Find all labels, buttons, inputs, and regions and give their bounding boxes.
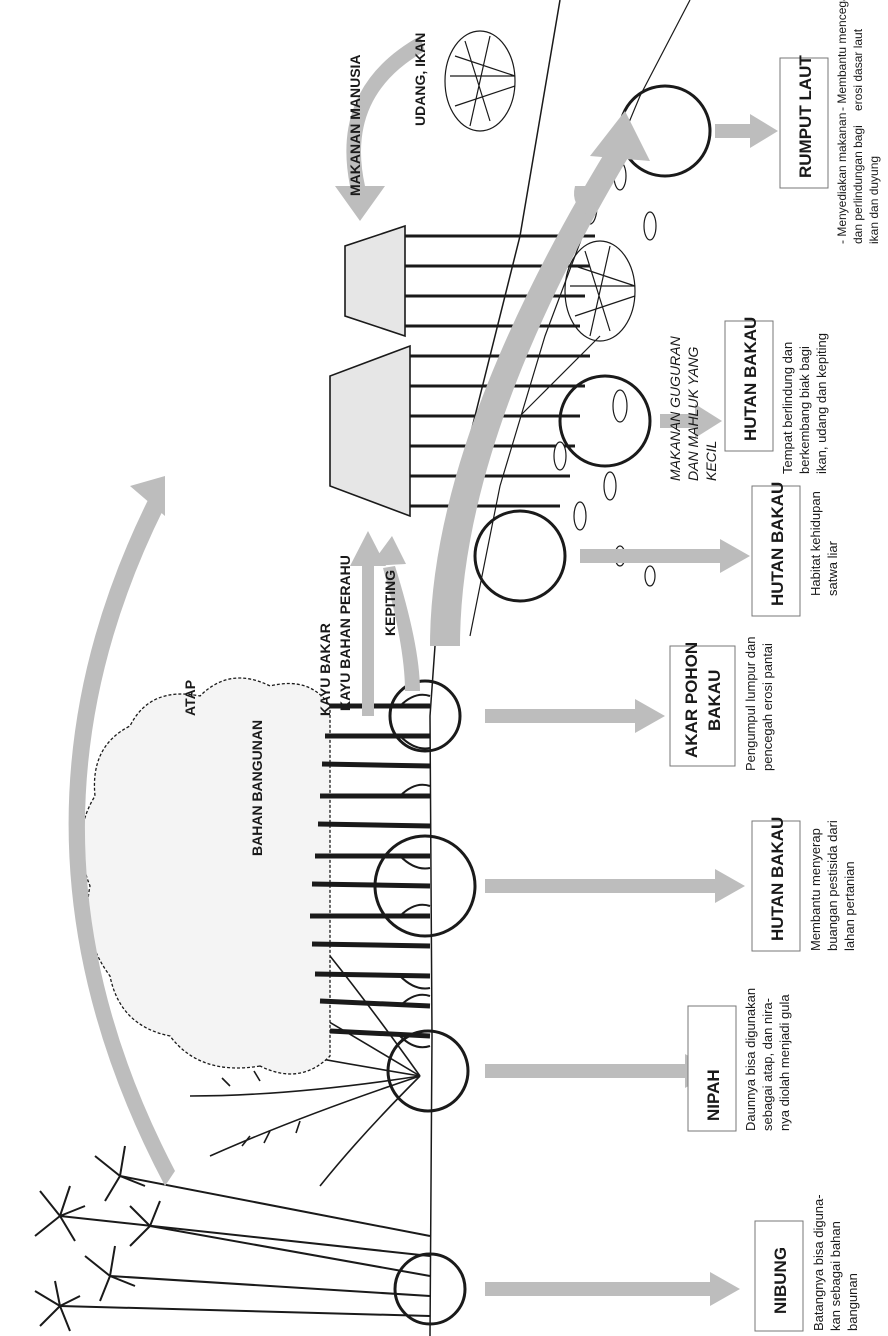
box-hutan-bakau-2: HUTAN BAKAU Habitat kehidupan satwa liar bbox=[752, 482, 840, 616]
kayu-bakar-arrow bbox=[362, 566, 374, 716]
box-nipah: NIPAH Daunnya bisa digunakan sebagai ata… bbox=[688, 988, 792, 1131]
label-makanan-guguran-1: MAKANAN GUGURAN bbox=[667, 335, 683, 481]
flow-arrows bbox=[10, 36, 778, 1306]
box-hutan-bakau-1-line-3: lahan pertanian bbox=[842, 861, 857, 951]
box-nibung-line-1: Batangnya bisa diguna- bbox=[811, 1194, 826, 1331]
label-makanan-guguran-3: KECIL bbox=[703, 441, 719, 481]
mangrove-canopy-illustration bbox=[81, 678, 330, 1074]
satwa-inset-circle bbox=[475, 511, 565, 601]
label-atap: ATAP bbox=[182, 680, 198, 716]
box-akar-line-1: Pengumpul lumpur dan bbox=[743, 637, 758, 771]
box-hutan-bakau-2-line-1: Habitat kehidupan bbox=[808, 491, 823, 596]
fishing-nets-illustration bbox=[445, 31, 635, 416]
box-rumput-laut-line-4: - Membantu mencegah bbox=[835, 0, 849, 111]
box-hutan-bakau-2-line-2: satwa liar bbox=[825, 540, 840, 596]
box-hutan-bakau-3-title: HUTAN BAKAU bbox=[741, 317, 760, 441]
ikan-inset-circle bbox=[560, 376, 650, 466]
label-kepiting: KEPITING bbox=[382, 570, 398, 636]
box-akar-pohon-bakau: AKAR POHON BAKAU Pengumpul lumpur dan pe… bbox=[670, 637, 775, 771]
box-rumput-laut-line-5: erosi dasar laut bbox=[851, 28, 865, 111]
rotated-scene: ATAP BAHAN BANGUNAN KAYU BAKAR KAYU BAHA… bbox=[10, 0, 881, 1336]
makanan-guguran-arrow bbox=[430, 136, 635, 646]
box-hutan-bakau-1: HUTAN BAKAU Membantu menyerap buangan pe… bbox=[752, 817, 857, 951]
box-hutan-bakau-1-line-1: Membantu menyerap bbox=[808, 828, 823, 951]
box-nibung-line-2: kan sebagai bahan bbox=[828, 1221, 843, 1331]
mangrove-roots-illustration bbox=[400, 695, 430, 1048]
label-kayu-bahan-perahu: KAYU BAHAN PERAHU bbox=[337, 555, 353, 711]
box-nibung-title: NIBUNG bbox=[771, 1247, 790, 1314]
box-rumput-laut-line-2: dan perlindungan bagi bbox=[851, 125, 865, 244]
label-kayu-bakar: KAYU BAKAR bbox=[317, 623, 333, 716]
box-akar-line-2: pencegah erosi pantai bbox=[760, 643, 775, 771]
box-rumput-laut-title: RUMPUT LAUT bbox=[796, 55, 815, 178]
box-hutan-bakau-1-line-2: buangan pestisida dari bbox=[825, 820, 840, 951]
box-nipah-title: NIPAH bbox=[704, 1069, 723, 1121]
box-hutan-bakau-3: HUTAN BAKAU Tempat berlindung dan berkem… bbox=[725, 317, 829, 474]
box-hutan-bakau-2-title: HUTAN BAKAU bbox=[768, 482, 787, 606]
box-akar-title-2: BAKAU bbox=[705, 670, 724, 731]
akar-inset-circle bbox=[390, 681, 460, 751]
box-akar-title-1: AKAR POHON bbox=[682, 642, 701, 758]
box-nibung: NIBUNG Batangnya bisa diguna- kan sebaga… bbox=[755, 1194, 860, 1331]
box-hutan-bakau-1-title: HUTAN BAKAU bbox=[768, 817, 787, 941]
box-rumput-laut-line-1: - Menyediakan makanan bbox=[835, 113, 849, 244]
box-hutan-bakau-3-line-3: ikan, udang dan kepiting bbox=[814, 333, 829, 474]
label-makanan-manusia: MAKANAN MANUSIA bbox=[347, 54, 363, 196]
shore-line bbox=[430, 0, 560, 1336]
box-nibung-line-3: bangunan bbox=[845, 1273, 860, 1331]
nipah-inset-circle bbox=[388, 1031, 468, 1111]
box-hutan-bakau-3-line-1: Tempat berlindung dan bbox=[780, 342, 795, 474]
box-rumput-laut-line-3: ikan dan duyung bbox=[867, 156, 881, 244]
box-nipah-line-3: nya diolah menjadi gula bbox=[777, 994, 792, 1131]
label-makanan-guguran-2: DAN MAHLUK YANG bbox=[685, 347, 701, 481]
box-nipah-line-1: Daunnya bisa digunakan bbox=[743, 988, 758, 1131]
label-bahan-bangunan: BAHAN BANGUNAN bbox=[249, 720, 265, 856]
label-udang-ikan: UDANG, IKAN bbox=[412, 33, 428, 126]
box-hutan-bakau-3-line-2: berkembang biak bagi bbox=[797, 346, 812, 474]
box-nipah-line-2: sebagai atap, dan nira- bbox=[760, 998, 775, 1131]
box-rumput-laut: RUMPUT LAUT - Menyediakan makanan dan pe… bbox=[780, 0, 881, 244]
nibung-palms-illustration bbox=[35, 1146, 430, 1331]
sea-floor-line bbox=[470, 0, 690, 636]
